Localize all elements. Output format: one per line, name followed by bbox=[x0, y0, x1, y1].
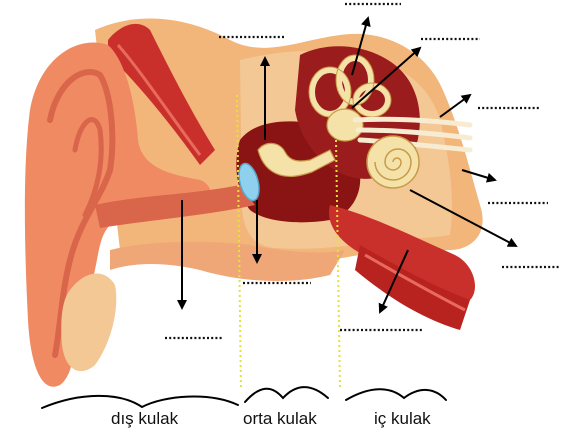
vestibule bbox=[327, 109, 363, 141]
label-middle-ear: orta kulak bbox=[243, 409, 317, 428]
brace-outer bbox=[42, 396, 238, 408]
brace-middle bbox=[245, 387, 328, 402]
label-outer-ear: dış kulak bbox=[111, 409, 179, 428]
brace-inner bbox=[346, 389, 446, 400]
label-inner-ear: iç kulak bbox=[374, 409, 431, 428]
region-braces bbox=[42, 387, 446, 408]
cochlea bbox=[367, 136, 419, 188]
ear-illustration bbox=[25, 19, 483, 387]
